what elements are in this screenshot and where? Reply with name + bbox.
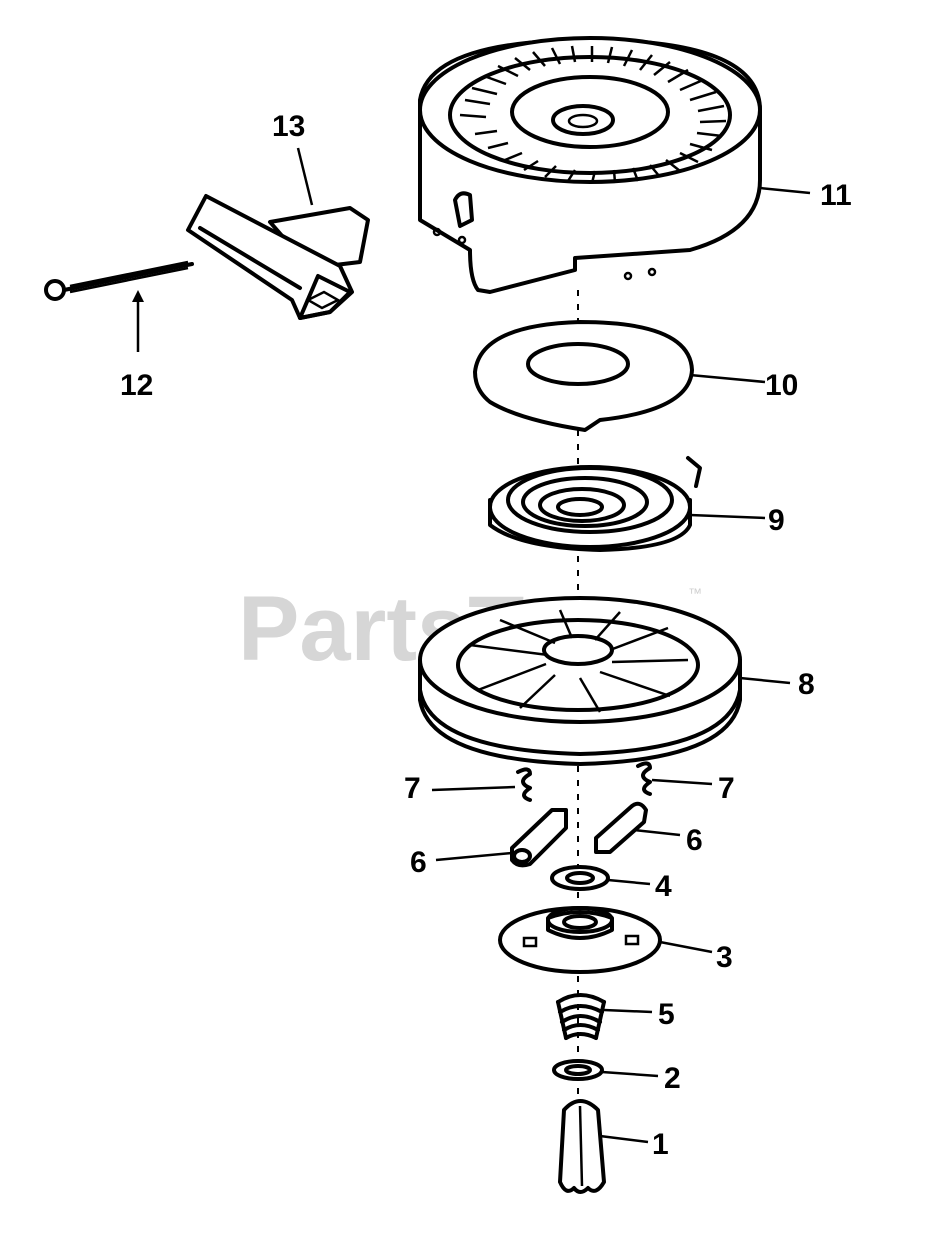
callout-13: 13 xyxy=(272,110,305,143)
callout-11: 11 xyxy=(820,179,852,212)
callout-9: 9 xyxy=(768,504,785,537)
part-6-pawl-left[interactable] xyxy=(510,808,568,868)
callout-2: 2 xyxy=(664,1062,681,1095)
callout-7a: 7 xyxy=(404,772,421,805)
part-12-screw[interactable] xyxy=(44,260,194,301)
callout-10: 10 xyxy=(765,369,798,402)
callout-3: 3 xyxy=(716,941,733,974)
callout-7b: 7 xyxy=(718,772,735,805)
part-3-cam-retainer[interactable] xyxy=(498,906,662,974)
leader-1 xyxy=(599,1134,649,1144)
leader-13 xyxy=(296,147,314,206)
leader-6b xyxy=(633,828,681,837)
part-9-recoil-spring[interactable] xyxy=(488,456,702,552)
leader-7a xyxy=(431,785,516,792)
leader-8 xyxy=(739,676,791,685)
leader-12-arrow xyxy=(132,290,144,302)
leader-11 xyxy=(759,186,811,195)
callout-6b: 6 xyxy=(686,824,703,857)
part-10-retainer-plate[interactable] xyxy=(473,320,694,432)
leader-5 xyxy=(603,1008,653,1014)
part-7-pawl-spring-left[interactable] xyxy=(516,767,532,802)
part-8-pulley[interactable] xyxy=(418,596,742,766)
callout-5: 5 xyxy=(658,998,675,1031)
part-4-washer[interactable] xyxy=(550,865,610,891)
leader-7b xyxy=(651,778,713,786)
callout-12: 12 xyxy=(120,369,153,402)
leader-10 xyxy=(689,373,766,384)
pulley-spokes xyxy=(469,609,689,713)
part-13-starter-handle[interactable] xyxy=(186,194,370,320)
part-7-pawl-spring-right[interactable] xyxy=(636,761,652,796)
callout-8: 8 xyxy=(798,668,815,701)
callout-6a: 6 xyxy=(410,846,427,879)
leader-4 xyxy=(607,878,651,886)
leader-6a xyxy=(435,851,513,862)
part-5-brake-spring[interactable] xyxy=(556,993,606,1040)
watermark-trademark: ™ xyxy=(688,585,702,601)
leader-2 xyxy=(601,1070,659,1078)
housing-vent-slots xyxy=(459,45,727,184)
callout-1: 1 xyxy=(652,1128,669,1161)
leader-3 xyxy=(659,940,713,954)
part-6-pawl-right[interactable] xyxy=(594,801,648,854)
leader-9 xyxy=(689,513,766,520)
part-11-starter-housing[interactable] xyxy=(418,36,762,294)
part-2-washer[interactable] xyxy=(552,1059,604,1081)
callout-4: 4 xyxy=(655,870,672,903)
part-1-pin[interactable] xyxy=(558,1099,606,1194)
